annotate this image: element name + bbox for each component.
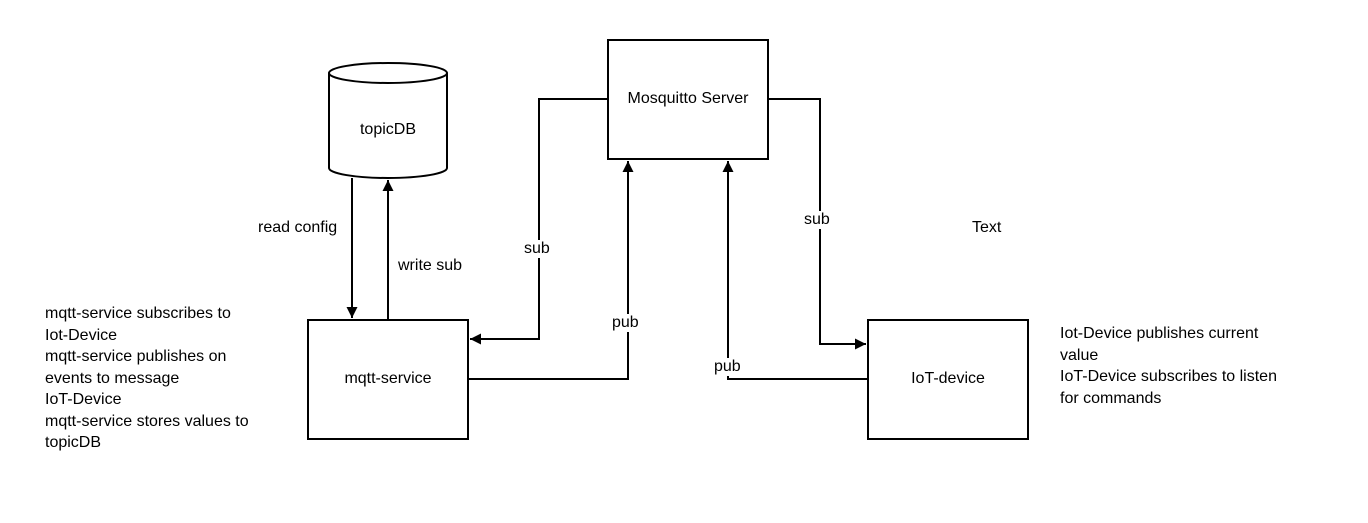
note-line: mqtt-service subscribes to bbox=[45, 305, 231, 322]
mqtt-service-box[interactable] bbox=[307, 319, 469, 440]
note-line: value bbox=[1060, 346, 1099, 364]
free-text-label: Text bbox=[972, 219, 1002, 236]
edge-label-mosquitto-to-iot-sub: sub bbox=[802, 211, 832, 229]
note-line: Iot-Device publishes current bbox=[1060, 325, 1259, 342]
note-line: mqtt-service publishes on bbox=[45, 348, 227, 365]
note-line: mqtt-service stores values to bbox=[45, 412, 249, 430]
topicdb-cylinder[interactable] bbox=[328, 62, 448, 179]
mosquitto-server-label: Mosquitto Server bbox=[627, 90, 749, 107]
iot-device-note: Iot-Device publishes current value IoT-D… bbox=[1060, 323, 1277, 409]
edge-label-write-sub: write sub bbox=[398, 257, 463, 274]
edge-label-iot-to-mosquitto-pub: pub bbox=[712, 358, 743, 376]
note-line: Iot-Device bbox=[45, 326, 118, 344]
note-line: events to message bbox=[45, 369, 180, 387]
note-line: topicDB bbox=[45, 434, 102, 451]
edge-label-read-config: read config bbox=[258, 219, 338, 236]
edge-mqtt-to-mosquitto-pub bbox=[468, 161, 634, 380]
mqtt-service-label: mqtt-service bbox=[344, 370, 432, 387]
note-line: for commands bbox=[1060, 389, 1162, 407]
edge-iot-to-mosquitto-pub bbox=[722, 161, 868, 380]
iot-device-label: IoT-device bbox=[911, 370, 985, 387]
mosquitto-server-box[interactable] bbox=[607, 39, 769, 160]
edge-label-mqtt-to-mosquitto-pub: pub bbox=[610, 314, 641, 332]
note-line: IoT-Device bbox=[45, 391, 122, 408]
edge-label-mosquitto-to-mqtt-sub: sub bbox=[522, 240, 552, 258]
edge-mosquitto-to-mqtt-sub bbox=[470, 98, 608, 345]
iot-device-box[interactable] bbox=[867, 319, 1029, 440]
note-line: IoT-Device subscribes to listen bbox=[1060, 368, 1277, 385]
topicdb-label: topicDB bbox=[359, 121, 417, 138]
mqtt-service-note: mqtt-service subscribes to Iot-Device mq… bbox=[45, 303, 249, 454]
